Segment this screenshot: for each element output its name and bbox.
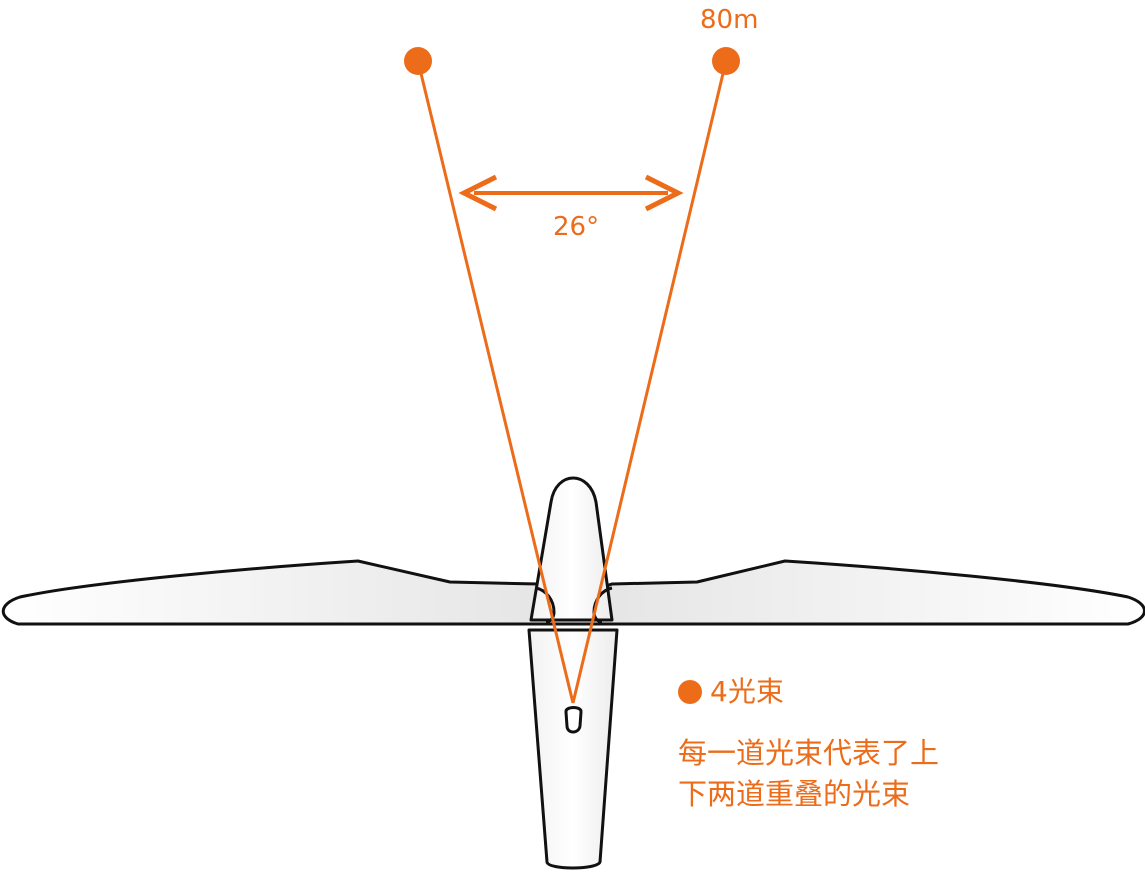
legend-beam-dot (678, 680, 702, 704)
left-beam-line (416, 60, 575, 704)
left-engine-pod (535, 586, 556, 624)
legend-label: 4光束 (710, 675, 784, 708)
lidar-sensor-icon (564, 706, 583, 734)
aircraft-wing (1, 559, 1145, 626)
legend-description-line2: 下两道重叠的光束 (678, 777, 910, 811)
left-beam-endpoint (404, 47, 432, 75)
angle-arrow-right-head (644, 174, 684, 212)
angle-arrow-left-head (458, 174, 498, 212)
right-beam-line (571, 60, 728, 704)
angle-label: 26° (553, 212, 599, 242)
range-label: 80m (700, 5, 758, 35)
legend-description-line1: 每一道光束代表了上 (678, 736, 939, 770)
aircraft-tail-boom (527, 628, 619, 870)
right-beam-endpoint (712, 47, 740, 75)
aircraft-nose (529, 476, 614, 622)
